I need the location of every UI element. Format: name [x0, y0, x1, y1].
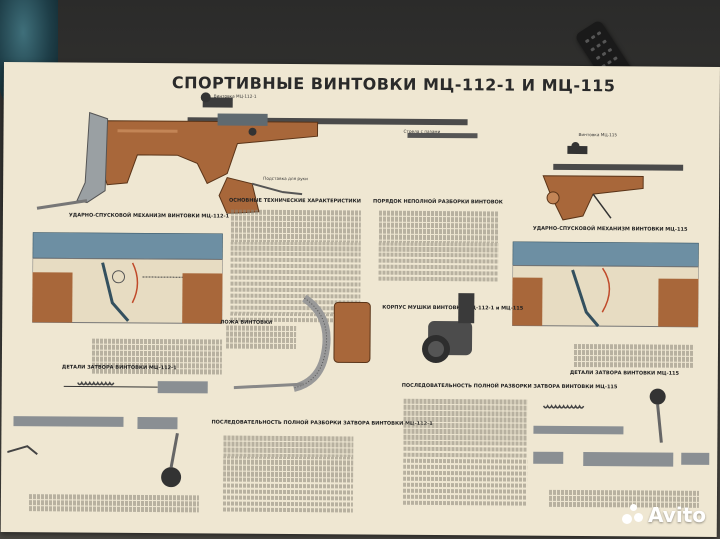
heading-bolt-disassembly-112: ПОСЛЕДОВАТЕЛЬНОСТЬ ПОЛНОЙ РАЗБОРКИ ЗАТВО…	[211, 419, 433, 428]
heading-bolt-112: ДЕТАЛИ ЗАТВОРА ВИНТОВКИ МЦ-112-1	[61, 364, 177, 372]
rifle-poster: СПОРТИВНЫЕ ВИНТОВКИ МЦ-112-1 И МЦ-115 Ви…	[0, 62, 720, 537]
label-handrest: Подставка для руки	[263, 175, 308, 182]
trigger-115-legend	[573, 343, 695, 369]
heading-trigger-112: УДАРНО-СПУСКОВОЙ МЕХАНИЗМ ВИНТОВКИ МЦ-11…	[68, 212, 230, 220]
heading-bolt-115: ДЕТАЛИ ЗАТВОРА ВИНТОВКИ МЦ-115	[569, 369, 680, 377]
bolt-disassembly-112-text	[222, 435, 354, 515]
heading-specs: ОСНОВНЫЕ ТЕХНИЧЕСКИЕ ХАРАКТЕРИСТИКИ	[229, 197, 361, 205]
bolt-112-parts	[6, 380, 208, 488]
rifle-mc115-illustration	[542, 141, 684, 221]
stock-bed-illustration	[233, 294, 371, 392]
bolt-112-legend	[28, 494, 199, 513]
avito-logo-icon	[622, 504, 644, 526]
rifle-mc112-illustration	[36, 92, 478, 215]
trigger-112-cutaway	[32, 232, 223, 325]
bed-text	[226, 325, 297, 350]
bolt-115-parts	[533, 388, 710, 467]
bolt-disassembly-115-text	[402, 398, 528, 508]
sight-body-illustration	[422, 293, 475, 364]
heading-disassembly-order: ПОРЯДОК НЕПОЛНОЙ РАЗБОРКИ ВИНТОВОК	[373, 198, 503, 206]
disassembly-text	[378, 210, 499, 284]
avito-brand-text: Avito	[648, 503, 706, 527]
label-front-sight: Стрела с пазами	[403, 128, 441, 135]
label-sight: Винтовка МЦ-112-1	[213, 93, 257, 99]
label-mc115: Винтовка МЦ-115	[578, 132, 618, 138]
heading-trigger-115: УДАРНО-СПУСКОВОЙ МЕХАНИЗМ ВИНТОВКИ МЦ-11…	[532, 225, 688, 233]
avito-watermark: Avito	[622, 503, 706, 527]
trigger-115-cutaway	[512, 241, 699, 328]
